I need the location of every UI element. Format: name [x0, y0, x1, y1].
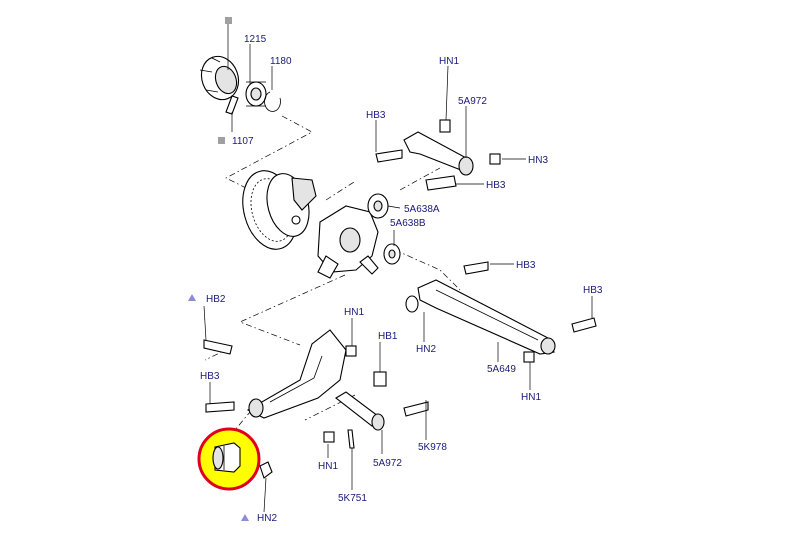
triangle-marker-icon [241, 514, 249, 521]
knuckle-bushings [367, 193, 401, 265]
label-hn2-bottom: HN2 [257, 513, 277, 524]
label-5a638b: 5A638B [390, 218, 426, 229]
label-5a649: 5A649 [487, 364, 516, 375]
label-1180: 1180 [270, 56, 292, 67]
label-hb3-far-right: HB3 [583, 285, 603, 296]
square-marker-icon [218, 137, 225, 144]
label-hn1-bottom: HN1 [318, 461, 338, 472]
label-5a638a: 5A638A [404, 204, 440, 215]
rear-knuckle [317, 205, 379, 279]
leader-lines [203, 24, 593, 513]
label-hb3-left: HB3 [200, 371, 220, 382]
lower-toe-link [323, 391, 429, 449]
label-5a972-top: 5A972 [458, 96, 487, 107]
label-1107: 1107 [232, 136, 254, 147]
label-hn1-right: HN1 [521, 392, 541, 403]
label-5a972-bottom: 5A972 [373, 458, 402, 469]
part-labels: 1215 1180 1107 HN1 HB3 5A972 HN3 HB3 5A6… [200, 34, 603, 524]
label-hn2-mid: HN2 [416, 344, 436, 355]
label-1215: 1215 [244, 34, 267, 45]
upper-control-arm [375, 119, 501, 191]
label-hb3-right: HB3 [516, 260, 536, 271]
wheel-hub-assembly [199, 55, 281, 115]
brake-disc-and-backing-plate [242, 170, 317, 250]
highlighted-bushing-callout[interactable] [197, 427, 261, 491]
label-hb2-left: HB2 [206, 294, 226, 305]
label-hb3-top: HB3 [366, 110, 386, 121]
hn2-nut [259, 461, 273, 479]
label-hb3-mid: HB3 [486, 180, 506, 191]
label-hn3: HN3 [528, 155, 548, 166]
square-marker-icon [225, 17, 232, 24]
label-5k751: 5K751 [338, 493, 367, 504]
label-hb1: HB1 [378, 331, 398, 342]
lower-control-arm [405, 261, 597, 363]
trailing-arm [203, 329, 387, 419]
triangle-marker-icon [188, 294, 196, 301]
label-hn1-top: HN1 [439, 56, 459, 67]
label-5k978: 5K978 [418, 442, 447, 453]
label-hn1-mid: HN1 [344, 307, 364, 318]
